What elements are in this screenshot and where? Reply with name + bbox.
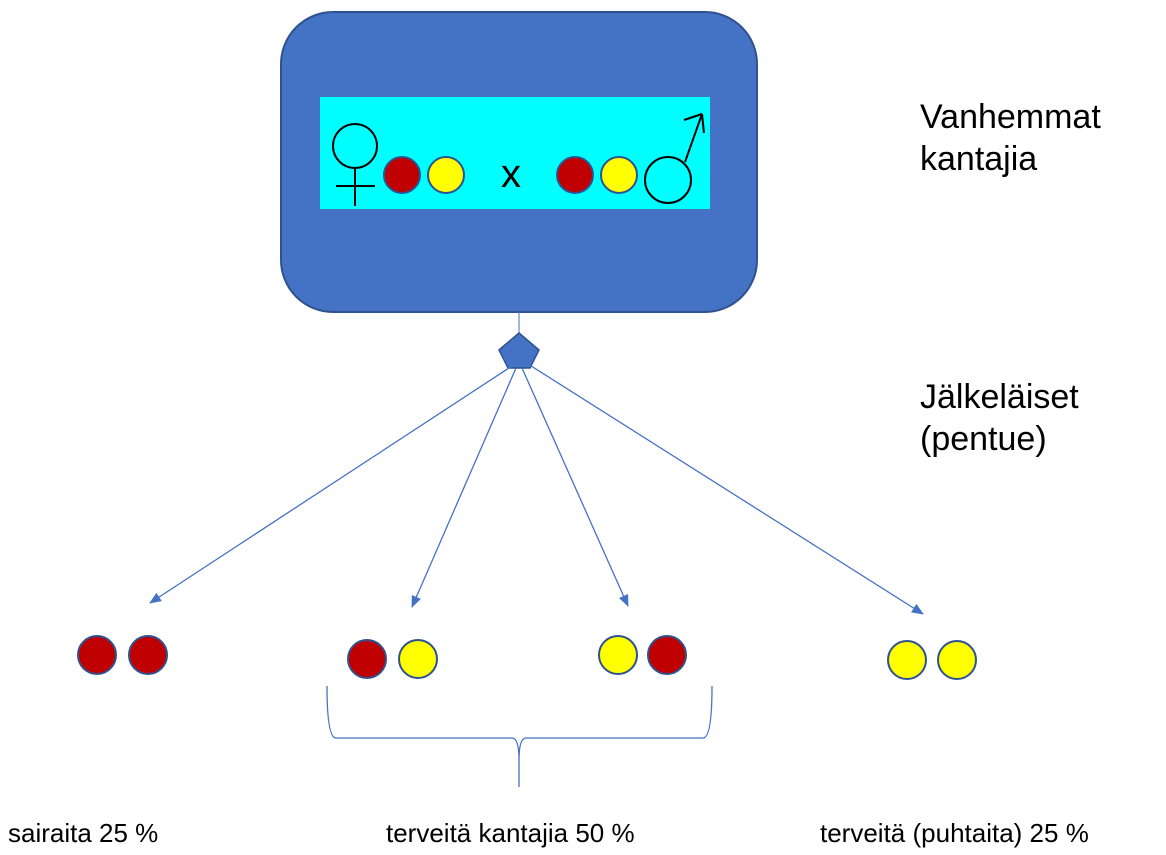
arrow-to-pure xyxy=(527,363,924,615)
arrow-to-sick xyxy=(149,365,513,604)
female-allele-red xyxy=(383,156,421,194)
arrow-to-carrier-2 xyxy=(521,367,629,607)
female-allele-yellow xyxy=(427,156,465,194)
outcome-sick: sairaita 25 % xyxy=(8,818,159,848)
outcome-pure: terveitä (puhtaita) 25 % xyxy=(820,818,1089,848)
offspring-carrier-1 xyxy=(347,639,438,679)
parents-label-line1: Vanhemmat xyxy=(920,98,1101,136)
male-allele-red xyxy=(556,156,594,194)
arrow-to-carrier-1 xyxy=(411,367,517,608)
offspring-carrier-2 xyxy=(598,635,687,675)
offspring-node-pentagon xyxy=(498,332,540,369)
parents-label: Vanhemmat kantajia xyxy=(920,96,1101,180)
male-allele-yellow xyxy=(600,156,638,194)
offspring-pure xyxy=(887,640,977,680)
parents-label-line2: kantajia xyxy=(920,140,1038,178)
offspring-label: Jälkeläiset (pentue) xyxy=(920,376,1079,460)
offspring-label-line2: (pentue) xyxy=(920,420,1047,458)
cross-symbol: x xyxy=(501,152,521,196)
female-symbol-icon xyxy=(332,123,378,206)
carriers-brace xyxy=(326,685,713,787)
offspring-sick xyxy=(77,635,168,675)
parents-genotype-panel xyxy=(320,97,710,209)
male-symbol-icon xyxy=(644,113,705,204)
outcome-carriers: terveitä kantajia 50 % xyxy=(386,818,635,848)
offspring-label-line1: Jälkeläiset xyxy=(920,378,1079,416)
